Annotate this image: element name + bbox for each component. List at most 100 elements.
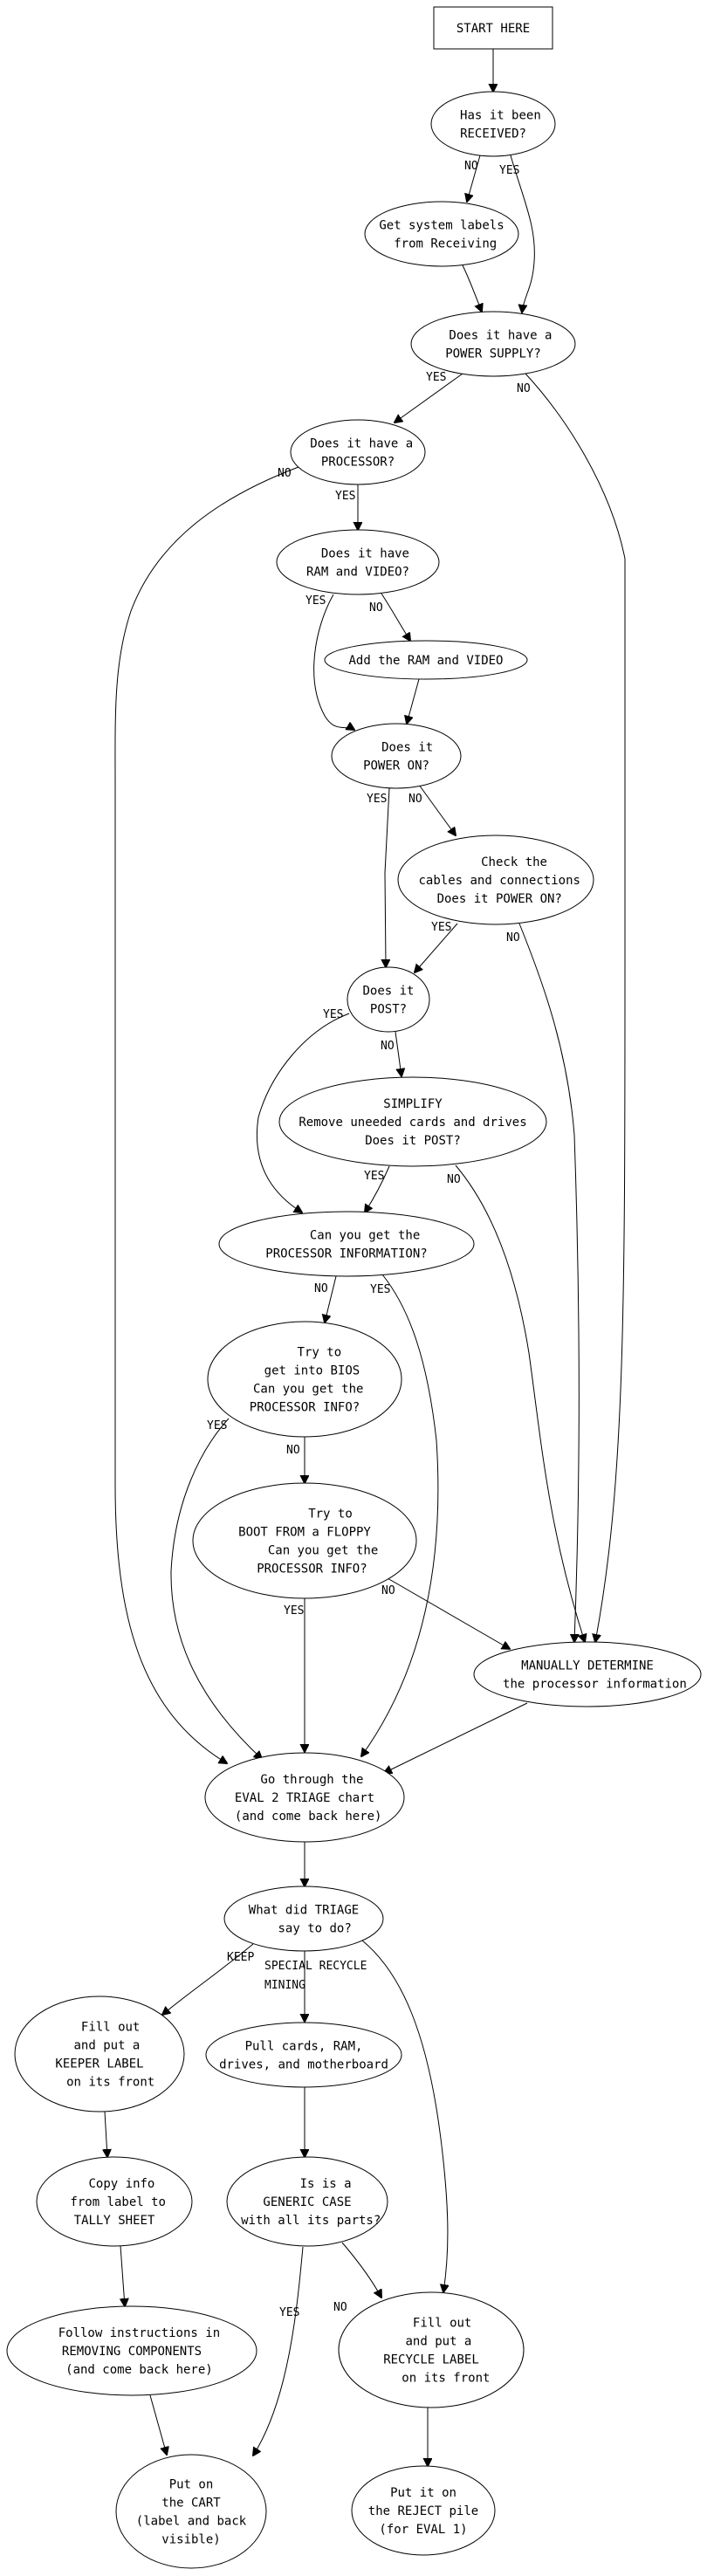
edges-layer: [105, 49, 626, 2466]
edge-poweron-to-cables: [418, 784, 456, 835]
node-text-line: TALLY SHEET: [74, 2214, 155, 2228]
node-ellipse: [226, 2156, 388, 2247]
edge-label-procinfo-eval2: YES: [370, 1283, 390, 1296]
node-ellipse: [207, 1321, 402, 1438]
edge-poweron-to-post: [385, 787, 389, 967]
node-text-line: and put a: [59, 2039, 141, 2053]
node-ellipse: [364, 201, 519, 267]
node-box: [433, 6, 553, 50]
node-ellipse: [192, 1482, 417, 1599]
node-text-line: Fill out: [59, 2021, 141, 2035]
node-text-line: and put a: [391, 2335, 472, 2349]
edge-bios-to-eval2: [170, 1418, 262, 1759]
edge-label-received-labels: NO: [464, 160, 478, 173]
edge-label-ramvid-poweron: YES: [305, 594, 326, 608]
node-text-line: REMOVING COMPONENTS: [62, 2345, 202, 2359]
node-ellipse: [324, 640, 528, 680]
node-text-line: Follow instructions in: [44, 2326, 220, 2340]
edge-received-to-labels: [467, 155, 481, 202]
node-text-line: visible): [161, 2533, 220, 2547]
node-text-line: Can you get the: [273, 1229, 421, 1243]
node-text-line: Fill out: [391, 2317, 472, 2331]
edge-ramvid-to-addram: [381, 593, 410, 641]
node-ellipse: [473, 1641, 702, 1707]
node-text-line: on its front: [45, 2076, 154, 2090]
node-poweron: Does it POWER ON?: [331, 723, 462, 789]
node-removing: Follow instructions in REMOVING COMPONENT…: [6, 2305, 257, 2396]
node-text-line: Check the: [444, 855, 547, 869]
edge-generic-to-cart: [253, 2246, 304, 2456]
node-ellipse: [204, 1752, 405, 1843]
edge-removing-to-cart: [149, 2394, 167, 2455]
edge-labels-to-psu: [462, 264, 482, 312]
edge-cables-to-manual: [518, 923, 580, 1642]
node-text-line: Does it have a: [435, 329, 553, 343]
node-text-line: (for EVAL 1): [379, 2523, 467, 2537]
edge-label-generic-cart: YES: [279, 2306, 299, 2319]
node-ellipse: [115, 2454, 267, 2569]
node-text-line: PROCESSOR INFORMATION?: [265, 1247, 427, 1261]
edge-label-cables-manual: NO: [506, 931, 520, 945]
node-text-line: GENERIC CASE: [263, 2195, 351, 2209]
node-addram: Add the RAM and VIDEO: [324, 640, 528, 680]
edge-label-received-psu: YES: [499, 164, 519, 177]
node-text-line: Does it POWER ON?: [429, 892, 562, 906]
node-text-line: Add the RAM and VIDEO: [348, 654, 503, 668]
edge-label-bios-eval2: YES: [207, 1419, 227, 1432]
node-text-line: on its front: [373, 2372, 491, 2386]
node-text-line: Does it: [360, 741, 433, 755]
node-text-line: PROCESSOR INFO?: [242, 1563, 367, 1577]
node-ellipse: [14, 1996, 185, 2112]
edge-received-to-psu: [510, 155, 535, 313]
node-text-line: the REJECT pile: [368, 2504, 478, 2518]
edge-label-triage-keeper: KEEP: [227, 1951, 254, 1964]
node-text-line: RAM and VIDEO?: [306, 566, 409, 580]
node-text-line: PROCESSOR INFO?: [250, 1401, 360, 1415]
edge-post-to-simplify: [395, 1031, 402, 1076]
node-text-line: START HERE: [456, 22, 530, 36]
node-text-line: (and come back here): [51, 2363, 212, 2377]
node-ellipse: [223, 1886, 384, 1952]
node-text-line: RECEIVED?: [460, 127, 526, 141]
node-ellipse: [6, 2305, 257, 2396]
node-text-line: Is is a: [263, 2177, 351, 2191]
edge-procinfo-to-eval2: [361, 1274, 439, 1756]
edge-keeper-to-tally: [105, 2111, 107, 2157]
node-cables: Check the cables and connections Does it…: [397, 835, 594, 925]
node-text-line: KEEPER LABEL: [55, 2057, 143, 2071]
node-text-line: Remove uneeded cards and drives: [299, 1116, 526, 1130]
node-text-line: RECYCLE LABEL: [383, 2353, 479, 2367]
node-ellipse: [347, 966, 430, 1033]
edge-label-cpu-eval2: NO: [278, 467, 292, 480]
node-text-line: Try to: [268, 1346, 341, 1360]
edge-label-simplify-procinfo: YES: [364, 1170, 384, 1183]
edge-label-bios-floppy: NO: [286, 1444, 300, 1457]
node-text-line: Try to: [257, 1508, 353, 1522]
edge-triage-to-recycle: [361, 1940, 448, 2292]
node-text-line: Pull cards, RAM,: [245, 2040, 363, 2054]
node-text-line: Does it POST?: [365, 1134, 461, 1148]
node-text-line: get into BIOS: [250, 1364, 360, 1378]
edge-psu-to-manual: [525, 373, 626, 1642]
node-pull: Pull cards, RAM,drives, and motherboard: [205, 2022, 402, 2088]
node-ellipse: [36, 2156, 193, 2247]
edge-generic-to-recycle: [341, 2242, 381, 2298]
edge-addram-to-poweron: [407, 678, 420, 724]
edge-label-post-procinfo: YES: [323, 1008, 343, 1021]
edge-ramvid-to-poweron: [313, 594, 354, 730]
node-text-line: the processor information: [488, 1678, 687, 1692]
edge-simplify-to-procinfo: [365, 1165, 390, 1212]
edge-triage-to-keeper: [162, 1943, 254, 2015]
edge-label-floppy-manual: NO: [381, 1584, 395, 1597]
node-text-line: POWER ON?: [363, 759, 429, 773]
edge-tally-to-removing: [120, 2245, 125, 2306]
node-text-line: (label and back: [136, 2515, 247, 2529]
